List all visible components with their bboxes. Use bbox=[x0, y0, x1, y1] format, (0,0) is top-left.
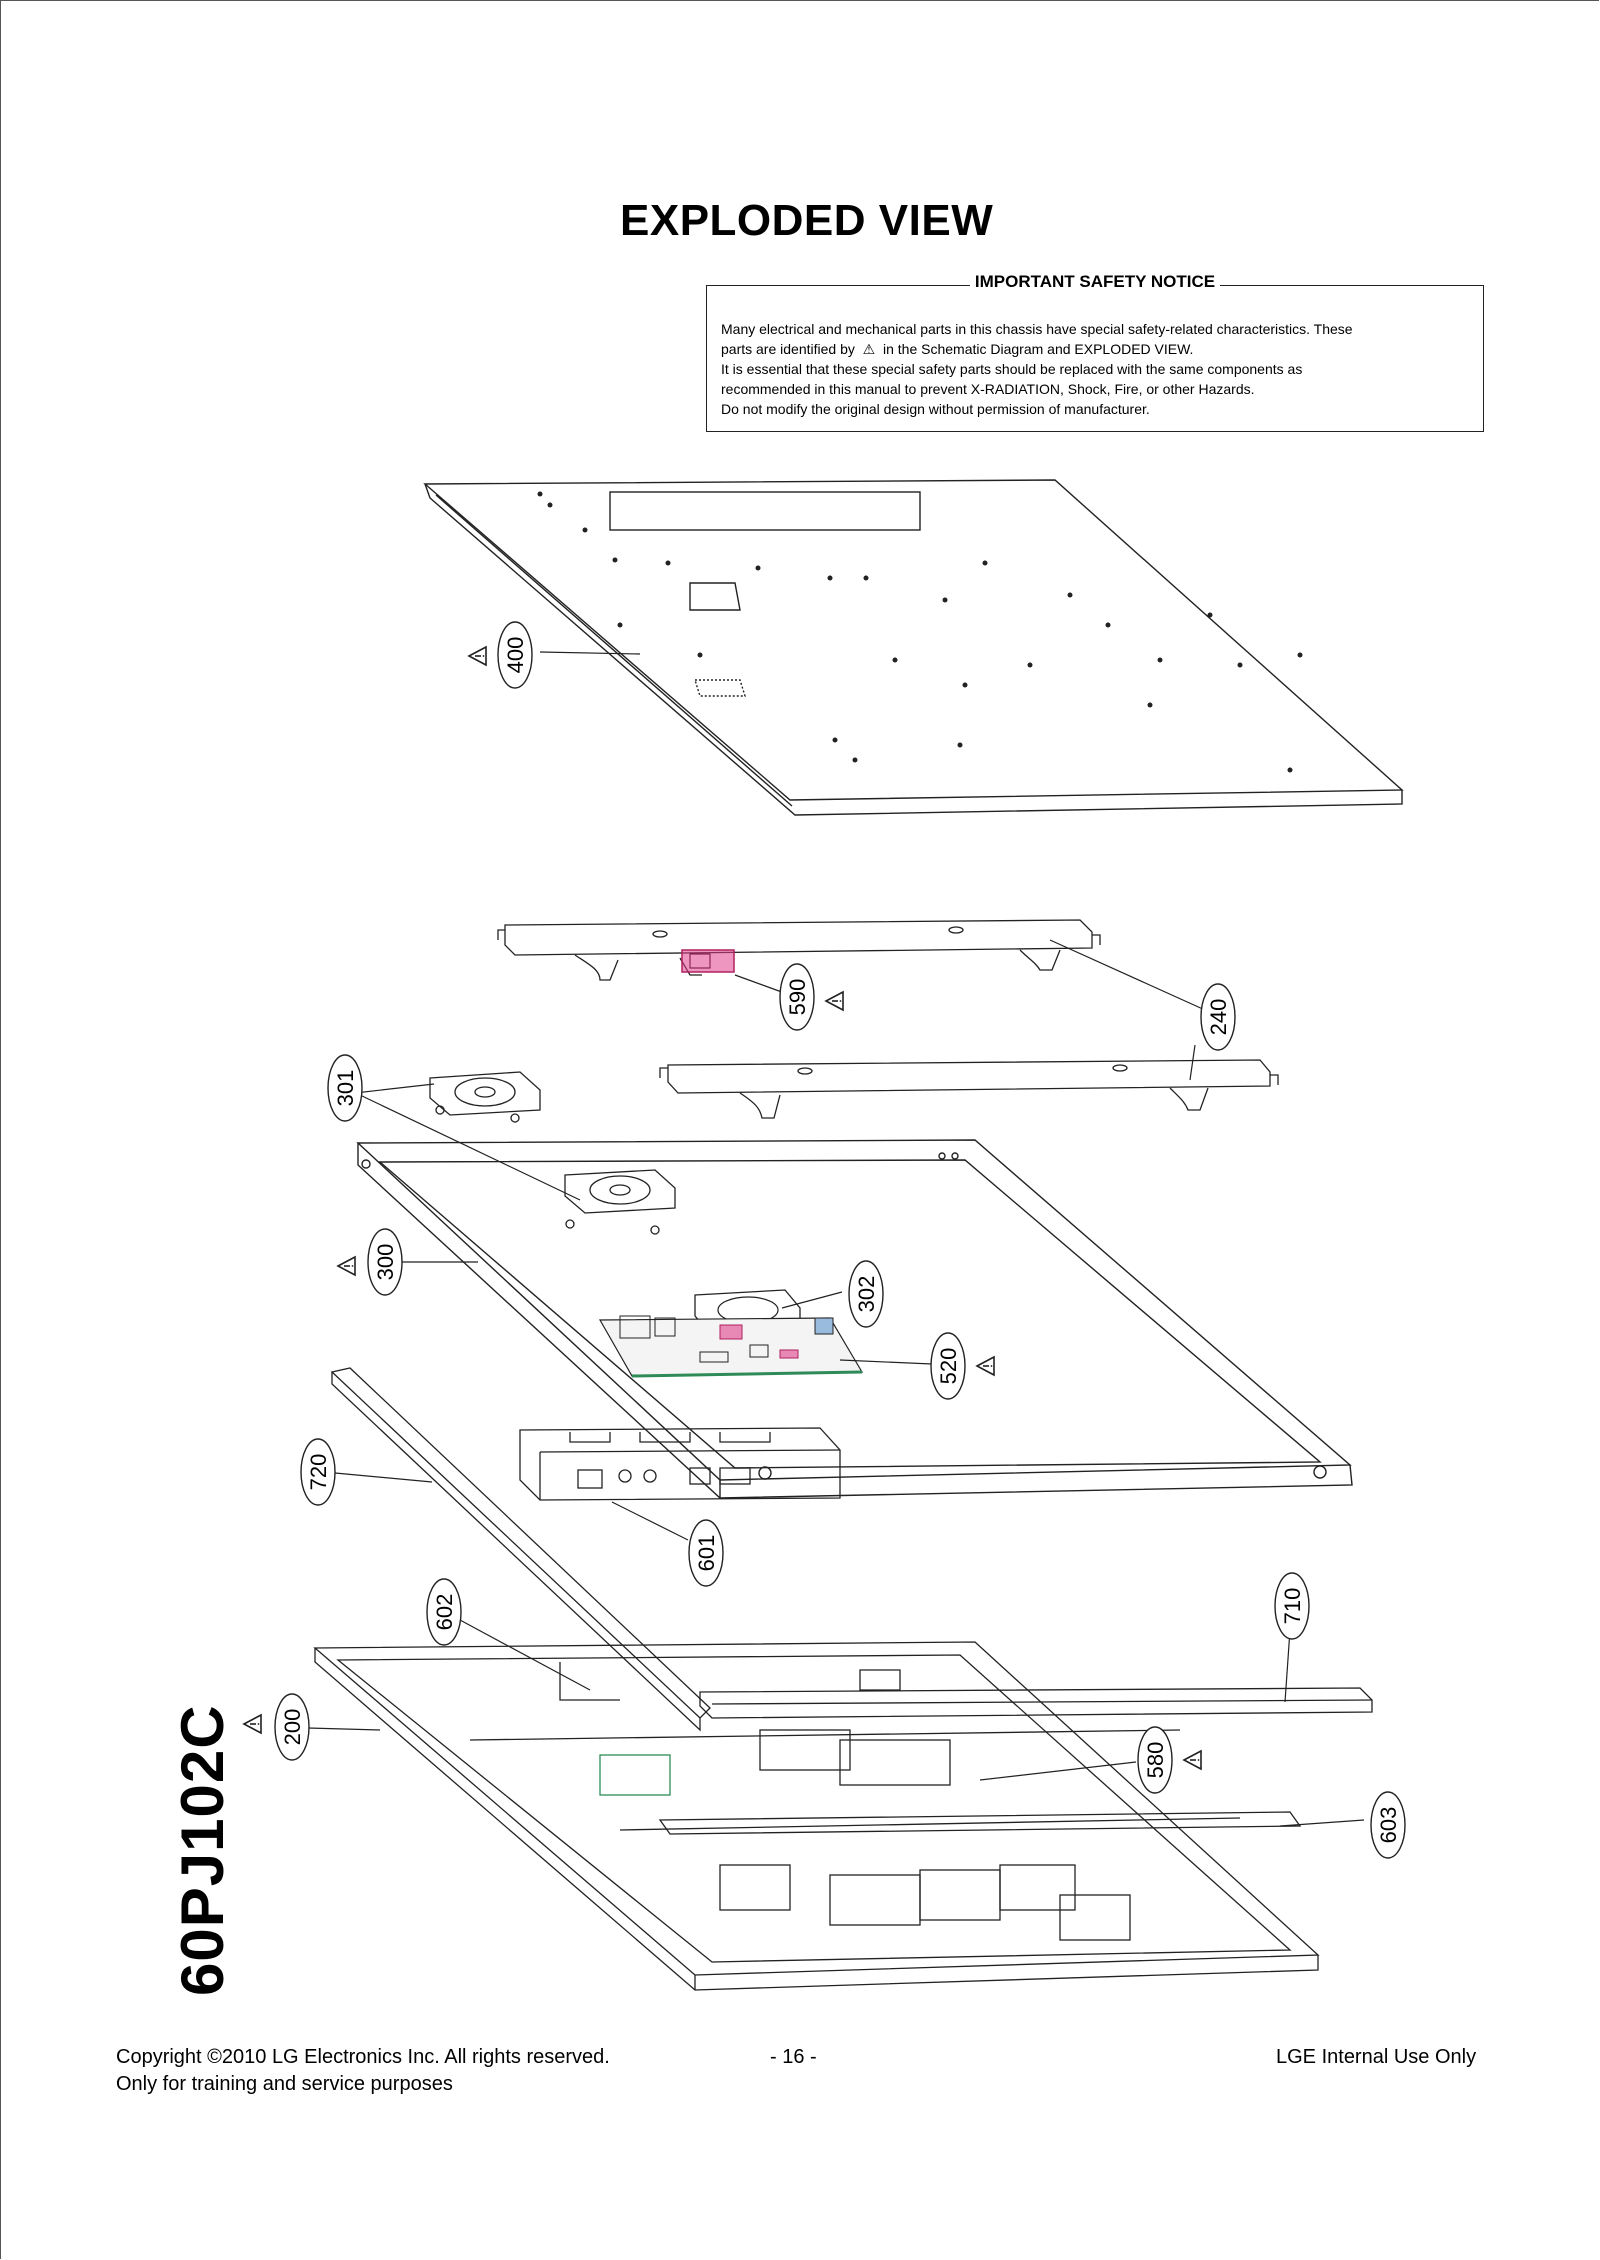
safety-notice-body: Many electrical and mechanical parts in … bbox=[721, 319, 1469, 419]
io-bracket bbox=[519, 1427, 841, 1501]
notice-line: It is essential that these special safet… bbox=[721, 361, 1303, 377]
highlighted-part-590 bbox=[681, 949, 735, 973]
callout-710: 710 bbox=[1274, 1572, 1310, 1640]
front-chassis bbox=[313, 1641, 1320, 1991]
notice-line: Many electrical and mechanical parts in … bbox=[721, 321, 1353, 337]
svg-text:603: 603 bbox=[1376, 1807, 1401, 1844]
copyright-text: Copyright ©2010 LG Electronics Inc. All … bbox=[116, 2046, 610, 2068]
callout-200: 200 bbox=[243, 1693, 310, 1761]
safety-notice-box: IMPORTANT SAFETY NOTICE Many electrical … bbox=[706, 272, 1484, 432]
warning-icon: ⚠ bbox=[862, 341, 876, 357]
callout-720: 720 bbox=[300, 1438, 336, 1506]
warning-icon bbox=[468, 646, 487, 666]
stand-bracket-upper bbox=[497, 919, 1101, 981]
main-board-assembly bbox=[598, 1289, 864, 1378]
callout-301: 301 bbox=[327, 1054, 363, 1122]
warning-icon bbox=[337, 1256, 356, 1276]
safety-notice-title: IMPORTANT SAFETY NOTICE bbox=[969, 272, 1221, 291]
svg-text:240: 240 bbox=[1206, 999, 1231, 1036]
callout-520: 520 bbox=[930, 1332, 995, 1400]
callout-400: 400 bbox=[468, 621, 533, 689]
page-title: EXPLODED VIEW bbox=[620, 196, 994, 245]
svg-text:590: 590 bbox=[785, 979, 810, 1016]
svg-text:400: 400 bbox=[503, 637, 528, 674]
warning-icon bbox=[243, 1714, 262, 1734]
main-frame bbox=[356, 1139, 1353, 1499]
callout-240: 240 bbox=[1200, 983, 1236, 1051]
training-text: Only for training and service purposes bbox=[116, 2073, 453, 2095]
warning-icon bbox=[976, 1356, 995, 1376]
callout-580: 580 bbox=[1137, 1726, 1202, 1794]
callout-603: 603 bbox=[1370, 1791, 1406, 1859]
svg-text:710: 710 bbox=[1280, 1588, 1305, 1625]
notice-line: parts are identified by ⚠ in the Schemat… bbox=[721, 341, 1194, 357]
internal-use-text: LGE Internal Use Only bbox=[1276, 2046, 1477, 2068]
bottom-bar-710 bbox=[699, 1687, 1373, 1719]
stand-bracket-lower bbox=[659, 1059, 1279, 1119]
svg-text:200: 200 bbox=[280, 1709, 305, 1746]
callout-601: 601 bbox=[688, 1519, 724, 1587]
svg-text:301: 301 bbox=[333, 1070, 358, 1107]
svg-text:602: 602 bbox=[432, 1594, 457, 1631]
svg-text:300: 300 bbox=[373, 1244, 398, 1281]
side-bar-720 bbox=[330, 1367, 711, 1732]
page-number: - 16 - bbox=[770, 2046, 817, 2068]
leader-lines bbox=[307, 651, 1365, 1827]
svg-text:601: 601 bbox=[694, 1535, 719, 1572]
callout-602: 602 bbox=[426, 1578, 462, 1646]
callout-590: 590 bbox=[779, 963, 844, 1031]
fan-assembly bbox=[429, 1071, 676, 1235]
warning-icon bbox=[1183, 1750, 1202, 1770]
callout-302: 302 bbox=[848, 1260, 884, 1328]
notice-line: recommended in this manual to prevent X-… bbox=[721, 381, 1255, 397]
svg-text:580: 580 bbox=[1143, 1742, 1168, 1779]
warning-icon bbox=[825, 991, 844, 1011]
svg-text:720: 720 bbox=[306, 1454, 331, 1491]
notice-line: Do not modify the original design withou… bbox=[721, 401, 1150, 417]
callout-300: 300 bbox=[337, 1228, 403, 1296]
svg-text:302: 302 bbox=[854, 1276, 879, 1313]
svg-text:520: 520 bbox=[936, 1348, 961, 1385]
back-cover bbox=[423, 479, 1404, 816]
